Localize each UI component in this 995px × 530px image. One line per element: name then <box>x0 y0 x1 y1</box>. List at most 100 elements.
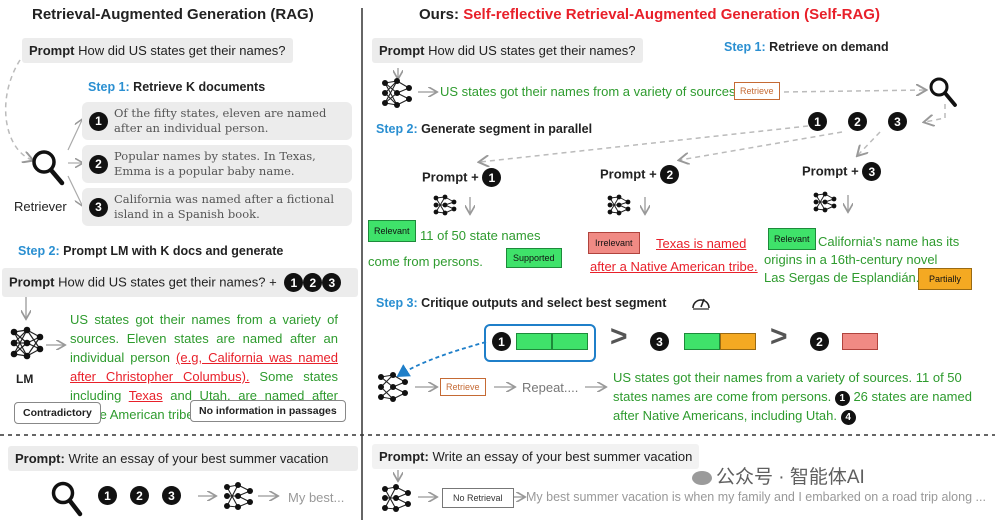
doc-number-badge: 3 <box>322 273 342 292</box>
gen-text-contradict: (e.g, California was named after Christo… <box>70 350 338 384</box>
rag-title: Retrieval-Augmented Generation (RAG) <box>32 6 314 23</box>
prompt-label: Prompt: <box>15 451 65 466</box>
prompt-text: How did US states get their names? <box>78 43 286 58</box>
gauge-icon <box>692 298 710 310</box>
relevant-tag: Relevant <box>368 220 416 242</box>
step-number: Step 2: <box>18 244 60 258</box>
prompt-plus: Prompt + <box>802 163 859 179</box>
neural-network-icon <box>382 78 412 108</box>
doc-number-badge: 3 <box>650 332 669 351</box>
gen-text-e: and Utah, are named after Native America… <box>70 388 338 422</box>
contradictory-callout: Contradictory <box>14 402 101 424</box>
retrieve-output: US states got their names from a variety… <box>440 84 740 99</box>
prompt-label: Prompt <box>9 274 55 290</box>
critique-token <box>516 333 552 350</box>
prompt-label: Prompt <box>29 43 75 58</box>
no-info-callout: No information in passages <box>190 400 346 422</box>
neural-network-icon <box>433 194 457 216</box>
magnifier-icon <box>51 481 83 517</box>
doc-number-badge: 1 <box>808 112 827 131</box>
rag-generation: US states got their names from a variety… <box>70 310 338 424</box>
critique-token <box>842 333 878 350</box>
neural-network-icon <box>813 191 837 213</box>
wechat-icon <box>692 470 712 485</box>
repeat-label: Repeat.... <box>522 380 579 395</box>
doc-number-badge: 1 <box>284 273 304 292</box>
segment2-header: Prompt + 2 <box>600 165 680 184</box>
prompt-text: Write an essay of your best summer vacat… <box>68 451 329 466</box>
title-main: Self-reflective Retrieval-Augmented Gene… <box>463 6 880 23</box>
retriever-label: Retriever <box>14 199 67 214</box>
segment2-text-a: Texas is named <box>656 236 747 251</box>
bottom-right-output: My best summer vacation is when my famil… <box>526 490 986 504</box>
doc-number-badge: 4 <box>840 410 856 425</box>
bottom-right-prompt: Prompt: Write an essay of your best summ… <box>372 444 700 469</box>
step-number: Step 1: <box>724 40 766 54</box>
segment2-text-b: after a Native American tribe. <box>590 259 758 274</box>
doc-number-badge: 3 <box>888 112 907 131</box>
title-prefix: Ours: <box>419 6 464 23</box>
doc-number-badge: 1 <box>89 112 108 131</box>
neural-network-icon <box>607 194 631 216</box>
watermark: 公众号 · 智能体AI <box>692 462 865 489</box>
relevant-tag: Relevant <box>768 228 816 250</box>
doc-number-badge: 2 <box>303 273 323 292</box>
prompt-text: Write an essay of your best summer vacat… <box>432 449 693 464</box>
doc-card-3: 3 California was named after a fictional… <box>82 188 352 226</box>
gen-text-a: US states got their names from a variety… <box>70 312 338 365</box>
rag-step1: Step 1: Retrieve K documents <box>88 80 265 94</box>
bottom-left-output: My best... <box>288 490 345 505</box>
gen-text-c: Some states including <box>70 369 338 403</box>
segment3-header: Prompt + 3 <box>802 162 882 181</box>
prompt-plus: Prompt + <box>422 169 479 185</box>
segment1-text-a: 11 of 50 state names <box>420 228 541 243</box>
segment3-text-b: origins in a 16th-century novel <box>764 252 938 267</box>
step-text: Retrieve K documents <box>133 80 266 94</box>
bottom-left-prompt: Prompt: Write an essay of your best summ… <box>8 446 358 471</box>
prompt-text: How did US states get their names? <box>428 43 636 58</box>
critique-token <box>720 333 756 350</box>
rag-prompt: Prompt How did US states get their names… <box>22 38 293 63</box>
critique-token <box>552 333 588 350</box>
lm-label: LM <box>16 372 34 386</box>
retrieve-token: Retrieve <box>440 378 486 396</box>
doc-number-badge: 2 <box>89 155 108 174</box>
retrieve-token: Retrieve <box>734 82 780 100</box>
doc-text: Popular names by states. In Texas, Emma … <box>114 149 316 178</box>
rag-step2: Step 2: Prompt LM with K docs and genera… <box>18 244 283 258</box>
doc-card-2: 2 Popular names by states. In Texas, Emm… <box>82 145 352 183</box>
step-number: Step 1: <box>88 80 130 94</box>
segment3-text-a: California's name has its <box>818 234 960 249</box>
neural-network-icon <box>10 326 44 360</box>
supported-tag: Supported <box>506 248 562 268</box>
prompt-label: Prompt <box>379 43 425 58</box>
doc-text: California was named after a fictional i… <box>114 192 335 221</box>
magnifier-icon <box>32 150 65 186</box>
best-segment-box <box>484 324 596 362</box>
rag-prompt2: Prompt How did US states get their names… <box>2 268 358 297</box>
selfrag-step1: Step 1: Retrieve on demand <box>724 40 889 54</box>
neural-network-icon <box>378 372 408 402</box>
step-text: Retrieve on demand <box>769 40 889 54</box>
doc-number-badge: 2 <box>130 486 149 505</box>
selfrag-final-output: US states got their names from a variety… <box>613 368 983 425</box>
doc-number-badge: 1 <box>492 332 511 351</box>
partially-tag: Partially <box>918 268 973 290</box>
doc-number-badge: 3 <box>89 198 108 217</box>
selfrag-title: Ours: Self-reflective Retrieval-Augmente… <box>419 6 880 23</box>
greater-than-icon: > <box>770 320 788 353</box>
segment1-header: Prompt + 1 <box>422 168 502 187</box>
doc-number-badge: 3 <box>162 486 181 505</box>
selfrag-step3: Step 3: Critique outputs and select best… <box>376 296 666 310</box>
greater-than-icon: > <box>610 320 628 353</box>
segment1-text-b: come from persons. <box>368 254 483 269</box>
doc-number-badge: 1 <box>98 486 117 505</box>
doc-number-badge: 2 <box>848 112 867 131</box>
no-retrieval-token: No Retrieval <box>442 488 514 508</box>
prompt-label: Prompt: <box>379 449 429 464</box>
critique-token <box>684 333 720 350</box>
gen-text-texas: Texas <box>128 388 163 403</box>
selfrag-step2: Step 2: Generate segment in parallel <box>376 122 592 136</box>
doc-number-badge: 1 <box>834 391 850 406</box>
